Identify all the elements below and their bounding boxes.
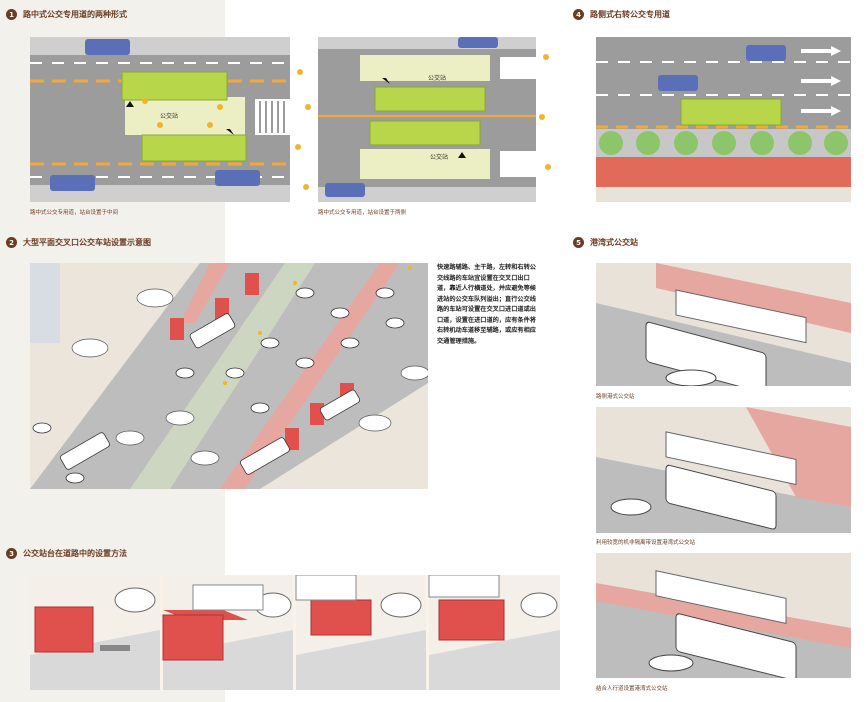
section-5-label: 港湾式公交站 [590,238,638,247]
caption-1a: 路中式公交专用道，站台设置于中间 [30,210,119,216]
figure-4-right-turn-lane [596,37,851,202]
desc-line: 右转机动车道移至辅路，或应有相应 [437,327,536,334]
section-2-label: 大型平面交叉口公交车站设置示意图 [23,238,151,247]
caption-1b: 路中式公交专用道，站台设置于两侧 [318,210,407,216]
figure-1b: 公交站 公交站 [290,37,558,202]
desc-line: 快速路辅路、主干路，左转和右转公 [437,264,536,271]
section-1-label: 路中式公交专用道的两种形式 [23,10,127,19]
figure-5a [596,263,851,386]
section-4-label: 路侧式右转公交专用道 [590,10,670,19]
caption-5c: 结合人行道设置港湾式公交站 [596,686,668,692]
desc-line: 道，靠近人行横道处，并应避免等候 [437,285,536,292]
section-3-number: 3 [6,548,17,559]
figure-3-platforms [30,575,560,690]
section-4-number: 4 [573,9,584,20]
section-2-number: 2 [6,237,17,248]
caption-5a: 路侧港式公交站 [596,394,635,400]
figure-5b [596,407,851,533]
desc-line: 口道，设置在进口道的，应有条件将 [437,316,536,324]
figure-1a: 公交站 [30,37,290,202]
station-label-1b-top: 公交站 [428,74,446,82]
section-1-title: 1 路中式公交专用道的两种形式 [6,9,127,20]
figure-5c [596,553,851,678]
desc-line: 进站的公交车队列溢出；直行公交线 [437,295,536,303]
station-label-1a: 公交站 [160,112,178,120]
caption-5b: 利用较宽的机非隔离带设置港湾式公交站 [596,540,696,546]
figure-2-intersection [30,263,428,489]
desc-line: 路的车站可设置在交叉口进口道或出 [437,306,536,313]
desc-line: 交通管理措施。 [437,337,481,345]
section-3-title: 3 公交站台在道路中的设置方法 [6,548,127,559]
section-5-title: 5 港湾式公交站 [573,237,638,248]
section-3-label: 公交站台在道路中的设置方法 [23,549,127,558]
section-2-description: 快速路辅路、主干路，左转和右转公 交线路的车站宜设置在交叉口出口 道，靠近人行横… [437,263,567,347]
section-4-title: 4 路侧式右转公交专用道 [573,9,670,20]
section-5-number: 5 [573,237,584,248]
desc-line: 交线路的车站宜设置在交叉口出口 [437,274,530,282]
station-label-1b-bottom: 公交站 [430,153,448,161]
section-2-title: 2 大型平面交叉口公交车站设置示意图 [6,237,151,248]
section-1-number: 1 [6,9,17,20]
